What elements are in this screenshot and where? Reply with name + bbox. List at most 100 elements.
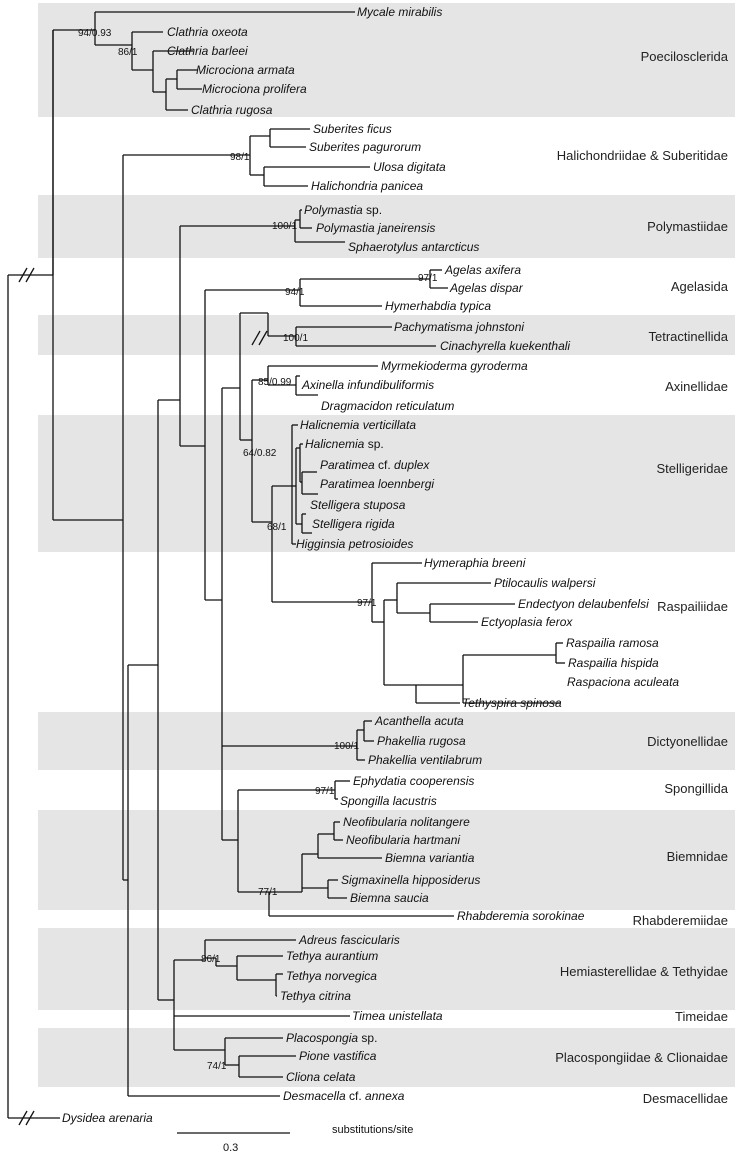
taxon-label: Halicnemia verticillata (300, 418, 416, 432)
clade-band-tetractinellida (38, 315, 735, 355)
taxon-label-part: Pione vastifica (299, 1049, 377, 1063)
taxon-label: Suberites ficus (313, 122, 392, 136)
branch-break (18, 1110, 35, 1126)
taxon-label-part: Neofibularia hartmani (346, 833, 460, 847)
taxon-label-part: Halicnemia verticillata (300, 418, 416, 432)
taxon-label-part: Halichondria panicea (311, 179, 423, 193)
taxon-label: Dysidea arenaria (62, 1111, 153, 1125)
taxon-label-part: Axinella infundibuliformis (301, 378, 434, 392)
taxon-label-part: Phakellia ventilabrum (368, 753, 482, 767)
clade-label: Dictyonellidae (647, 734, 728, 749)
taxon-label: Ulosa digitata (373, 160, 446, 174)
taxon-label-part: Raspailia ramosa (566, 636, 659, 650)
taxon-label: Mycale mirabilis (357, 5, 442, 19)
taxon-label-part: Neofibularia nolitangere (343, 815, 470, 829)
taxon-label-part: Halicnemia (305, 437, 365, 451)
support-value: 97/1 (418, 273, 438, 284)
taxon-label: Neofibularia hartmani (346, 833, 460, 847)
support-value: 94/0.93 (78, 28, 112, 39)
taxon-label: Pione vastifica (299, 1049, 377, 1063)
taxon-label-part: Placospongia (286, 1031, 358, 1045)
taxon-label-part: Endectyon delaubenfelsi (518, 597, 649, 611)
taxon-label-part: duplex (394, 458, 430, 472)
taxon-label: Spongilla lacustris (340, 794, 437, 808)
taxon-label-part: Biemna variantia (385, 851, 475, 865)
clade-band-polymastiidae (38, 195, 735, 258)
taxon-label-part: Sigmaxinella hipposiderus (341, 873, 480, 887)
taxon-label: Tethya citrina (280, 989, 351, 1003)
taxon-label: Agelas axifera (444, 263, 521, 277)
taxon-label: Rhabderemia sorokinae (457, 909, 585, 923)
branch-break (18, 267, 35, 283)
taxon-label: Raspailia hispida (568, 656, 659, 670)
taxon-label: Halichondria panicea (311, 179, 423, 193)
taxon-label-part: Suberites ficus (313, 122, 392, 136)
support-value: 74/1 (207, 1061, 227, 1072)
taxon-label-part: Raspailia hispida (568, 656, 659, 670)
taxon-label-part: Phakellia rugosa (377, 734, 466, 748)
support-value: 98/1 (230, 152, 250, 163)
support-value: 86/1 (201, 954, 221, 965)
taxon-label-part: Tethya aurantium (286, 949, 378, 963)
taxon-label: Hymerhabdia typica (385, 299, 491, 313)
taxon-label-part: Timea unistellata (352, 1009, 443, 1023)
taxon-label-part: Rhabderemia sorokinae (457, 909, 585, 923)
taxon-label: Biemna variantia (385, 851, 475, 865)
taxon-label-part: Stelligera stuposa (310, 498, 406, 512)
clade-band-placospongiidae-clionaidae (38, 1028, 735, 1087)
taxon-label-part: Tethya norvegica (286, 969, 377, 983)
taxon-label: Adreus fascicularis (298, 933, 400, 947)
taxon-label: Polymastia sp. (304, 203, 382, 217)
clade-label: Hemiasterellidae & Tethyidae (560, 964, 728, 979)
taxon-label: Dragmacidon reticulatum (321, 399, 454, 413)
clade-band-stelligeridae (38, 415, 735, 552)
branch-break (251, 330, 268, 346)
taxon-label-part: Mycale mirabilis (357, 5, 442, 19)
taxon-label: Sigmaxinella hipposiderus (341, 873, 480, 887)
taxon-label-part: Dragmacidon reticulatum (321, 399, 454, 413)
clade-label: Raspailiidae (657, 599, 728, 614)
support-value: 100/1 (272, 221, 297, 232)
support-value: 86/1 (118, 47, 138, 58)
taxon-label: Ectyoplasia ferox (481, 615, 573, 629)
taxon-label-part: Hymerhabdia typica (385, 299, 491, 313)
clade-label: Stelligeridae (656, 461, 728, 476)
taxon-label: Higginsia petrosioides (296, 537, 413, 551)
taxon-label: Cliona celata (286, 1070, 356, 1084)
taxon-label-part: sp. (363, 203, 382, 217)
scale-bar-value: 0.3 (223, 1142, 238, 1154)
taxon-label-part: Clathria rugosa (191, 103, 273, 117)
taxon-label: Biemna saucia (350, 891, 429, 905)
support-value: 97/1 (315, 786, 335, 797)
clade-band-biemnidae (38, 810, 735, 910)
taxon-label: Halicnemia sp. (305, 437, 384, 451)
taxon-label-part: Agelas dispar (449, 281, 524, 295)
taxon-label-part: Microciona armata (196, 63, 295, 77)
clade-label: Halichondriidae & Suberitidae (557, 148, 728, 163)
clade-band-poecilosclerida (38, 3, 735, 117)
clade-band-dictyonellidae (38, 712, 735, 770)
taxon-label-part: Cliona celata (286, 1070, 356, 1084)
taxon-label: Endectyon delaubenfelsi (518, 597, 649, 611)
taxon-label-part: Clathria oxeota (167, 25, 248, 39)
taxon-label-part: Pachymatisma johnstoni (394, 320, 524, 334)
clade-label: Desmacellidae (643, 1091, 728, 1106)
taxon-label: Ephydatia cooperensis (353, 774, 474, 788)
taxon-label-part: Tethya citrina (280, 989, 351, 1003)
taxon-label: Tethyspira spinosa (462, 696, 562, 710)
taxon-label: Axinella infundibuliformis (301, 378, 434, 392)
taxon-label: Stelligera rigida (312, 517, 395, 531)
taxon-label: Pachymatisma johnstoni (394, 320, 524, 334)
taxon-label: Myrmekioderma gyroderma (381, 359, 528, 373)
taxon-label-part: Adreus fascicularis (298, 933, 400, 947)
taxon-label-part: Spongilla lacustris (340, 794, 437, 808)
support-value: 85/0.99 (258, 377, 292, 388)
taxon-label: Tethya norvegica (286, 969, 377, 983)
taxon-label-part: Ulosa digitata (373, 160, 446, 174)
support-value: 77/1 (258, 887, 278, 898)
taxon-label-part: Cinachyrella kuekenthali (440, 339, 570, 353)
clade-label: Spongillida (664, 781, 728, 796)
taxon-label-part: Clathria barleei (167, 44, 248, 58)
taxon-label-part: Paratimea (320, 458, 375, 472)
taxon-label-part: Ectyoplasia ferox (481, 615, 573, 629)
